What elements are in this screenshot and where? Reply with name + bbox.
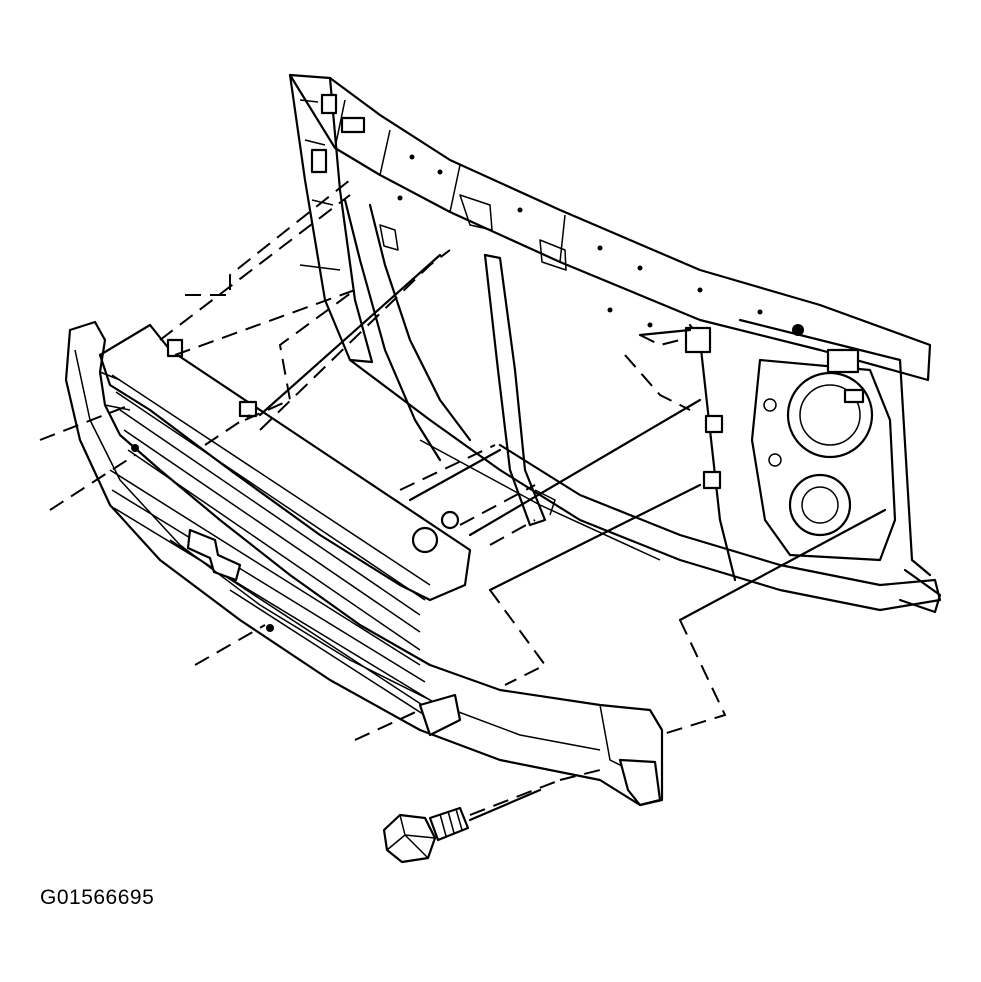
alignment-leader-lines xyxy=(39,179,727,816)
radiator-support-frame xyxy=(288,73,942,614)
figure-id-label: G01566695 xyxy=(40,886,155,909)
grille xyxy=(98,323,472,726)
solid-leader-lines xyxy=(258,253,887,822)
bumper-fascia xyxy=(64,320,664,807)
bolt xyxy=(382,806,470,864)
